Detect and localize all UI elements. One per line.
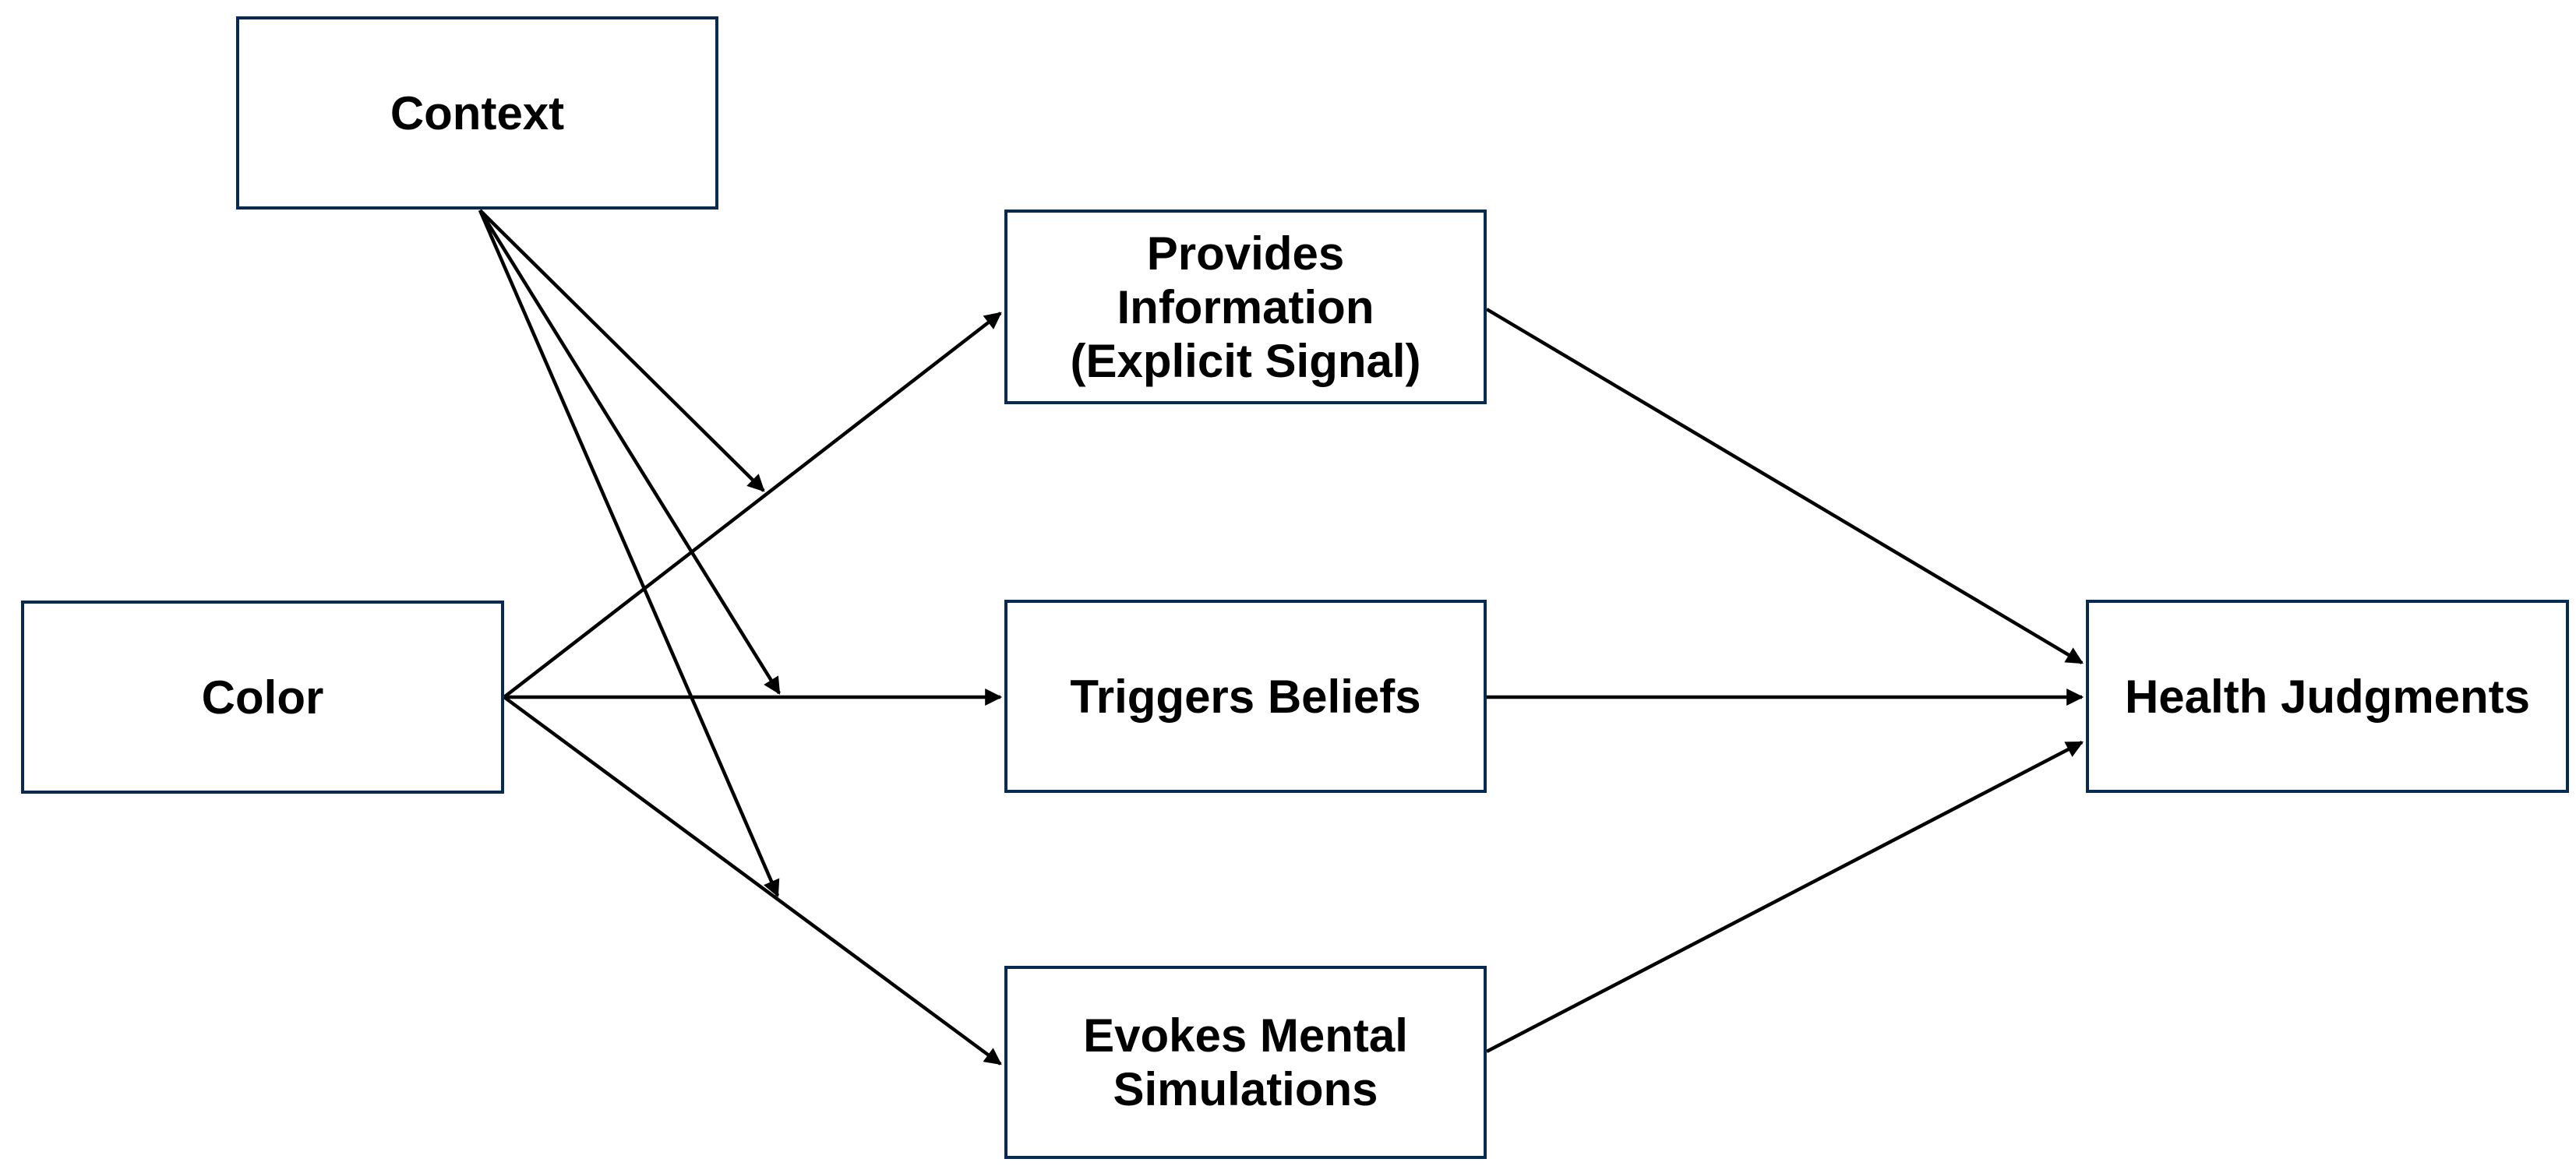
node-provides-information: Provides Information (Explicit Signal) bbox=[1004, 210, 1487, 404]
node-color-label: Color bbox=[201, 671, 324, 724]
node-triggers-beliefs-label: Triggers Beliefs bbox=[1070, 670, 1421, 723]
arrow-color-to-provides-information bbox=[503, 312, 1002, 699]
arrow-evokes-mental-simulations-to-health-judgments bbox=[1485, 741, 2084, 1053]
arrow-context-to-color-evokes-path bbox=[478, 210, 780, 898]
node-health-judgments-label: Health Judgments bbox=[2124, 670, 2531, 723]
node-evokes-mental-simulations: Evokes Mental Simulations bbox=[1004, 966, 1487, 1159]
node-context: Context bbox=[236, 16, 718, 210]
arrow-context-to-color-provides-path bbox=[478, 209, 765, 492]
node-color: Color bbox=[21, 601, 504, 794]
arrow-provides-information-to-health-judgments bbox=[1485, 308, 2084, 664]
node-context-label: Context bbox=[390, 86, 565, 139]
arrow-color-to-evokes-mental-simulations bbox=[503, 696, 1002, 1066]
node-triggers-beliefs: Triggers Beliefs bbox=[1004, 600, 1487, 793]
arrow-context-to-color-triggers-path bbox=[478, 209, 781, 695]
node-evokes-mental-simulations-label: Evokes Mental Simulations bbox=[1083, 1009, 1408, 1115]
node-health-judgments: Health Judgments bbox=[2086, 600, 2569, 793]
node-provides-information-label: Provides Information (Explicit Signal) bbox=[1070, 227, 1421, 387]
